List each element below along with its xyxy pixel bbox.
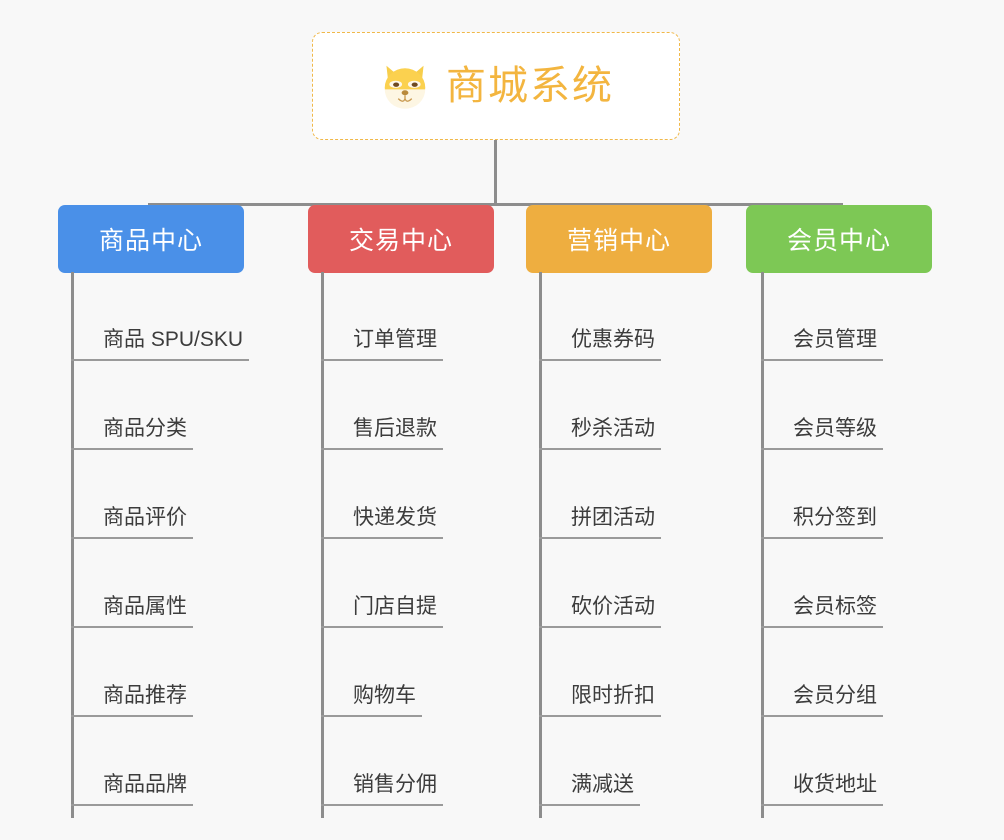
leaf-label: 售后退款 [321,417,443,450]
leaf-item[interactable]: 商品推荐 [71,628,193,717]
leaf-item[interactable]: 售后退款 [321,361,443,450]
leaf-label: 商品推荐 [71,684,193,717]
leaf-label: 秒杀活动 [539,417,661,450]
leaf-item[interactable]: 会员分组 [761,628,883,717]
leaf-item[interactable]: 销售分佣 [321,717,443,806]
root-node-shopping-mall-system[interactable]: 商城系统 [312,32,680,140]
leaf-label: 会员等级 [761,417,883,450]
leaf-item[interactable]: 积分签到 [761,450,883,539]
leaf-label: 满减送 [539,773,640,806]
leaf-item[interactable]: 商品品牌 [71,717,193,806]
leaf-label: 会员标签 [761,595,883,628]
leaf-column-product-center: 商品 SPU/SKU 商品分类 商品评价 商品属性 商品推荐 商品品牌 [71,272,301,818]
leaf-label: 商品评价 [71,506,193,539]
leaf-item[interactable]: 订单管理 [321,272,443,361]
category-card-member-center[interactable]: 会员中心 [746,205,932,273]
shiba-dog-icon [384,65,426,109]
leaf-item[interactable]: 商品 SPU/SKU [71,272,250,361]
root-title: 商城系统 [446,64,614,108]
leaf-label: 购物车 [321,684,422,717]
leaf-spine [539,272,542,818]
leaf-item[interactable]: 商品分类 [71,361,193,450]
leaf-item[interactable]: 拼团活动 [539,450,661,539]
category-label: 商品中心 [98,227,203,255]
leaf-label: 销售分佣 [321,773,443,806]
leaf-item[interactable]: 限时折扣 [539,628,661,717]
category-card-marketing-center[interactable]: 营销中心 [526,205,712,273]
leaf-label: 商品分类 [71,417,193,450]
leaf-item[interactable]: 商品评价 [71,450,193,539]
leaf-label: 商品属性 [71,595,193,628]
leaf-column-trade-center: 订单管理 售后退款 快递发货 门店自提 购物车 销售分佣 [321,272,531,818]
leaf-column-marketing-center: 优惠券码 秒杀活动 拼团活动 砍价活动 限时折扣 满减送 [539,272,749,818]
category-label: 会员中心 [786,227,891,255]
leaf-label: 商品品牌 [71,773,193,806]
leaf-label: 限时折扣 [539,684,661,717]
connector-horizontal-bar [148,203,843,206]
leaf-label: 订单管理 [321,328,443,361]
leaf-label: 优惠券码 [539,328,661,361]
leaf-item[interactable]: 会员标签 [761,539,883,628]
leaf-label: 门店自提 [321,595,443,628]
leaf-label: 快递发货 [321,506,443,539]
leaf-item[interactable]: 快递发货 [321,450,443,539]
leaf-item[interactable]: 门店自提 [321,539,443,628]
root-node-content: 商城系统 [378,59,614,113]
leaf-item[interactable]: 会员管理 [761,272,883,361]
leaf-label: 拼团活动 [539,506,661,539]
connector-root-stem [494,140,497,205]
leaf-item[interactable]: 商品属性 [71,539,193,628]
leaf-item[interactable]: 会员等级 [761,361,883,450]
leaf-item[interactable]: 秒杀活动 [539,361,661,450]
leaf-label: 积分签到 [761,506,883,539]
leaf-item[interactable]: 收货地址 [761,717,883,806]
leaf-spine [71,272,74,818]
leaf-spine [321,272,324,818]
leaf-item[interactable]: 满减送 [539,717,640,806]
category-label: 交易中心 [348,227,453,255]
leaf-label: 会员管理 [761,328,883,361]
leaf-spine [761,272,764,818]
leaf-item[interactable]: 购物车 [321,628,422,717]
category-label: 营销中心 [566,227,671,255]
category-card-product-center[interactable]: 商品中心 [58,205,244,273]
leaf-label: 砍价活动 [539,595,661,628]
category-card-trade-center[interactable]: 交易中心 [308,205,494,273]
leaf-column-member-center: 会员管理 会员等级 积分签到 会员标签 会员分组 收货地址 [761,272,971,818]
leaf-label: 商品 SPU/SKU [71,328,250,361]
leaf-label: 收货地址 [761,773,883,806]
leaf-item[interactable]: 优惠券码 [539,272,661,361]
leaf-label: 会员分组 [761,684,883,717]
leaf-item[interactable]: 砍价活动 [539,539,661,628]
